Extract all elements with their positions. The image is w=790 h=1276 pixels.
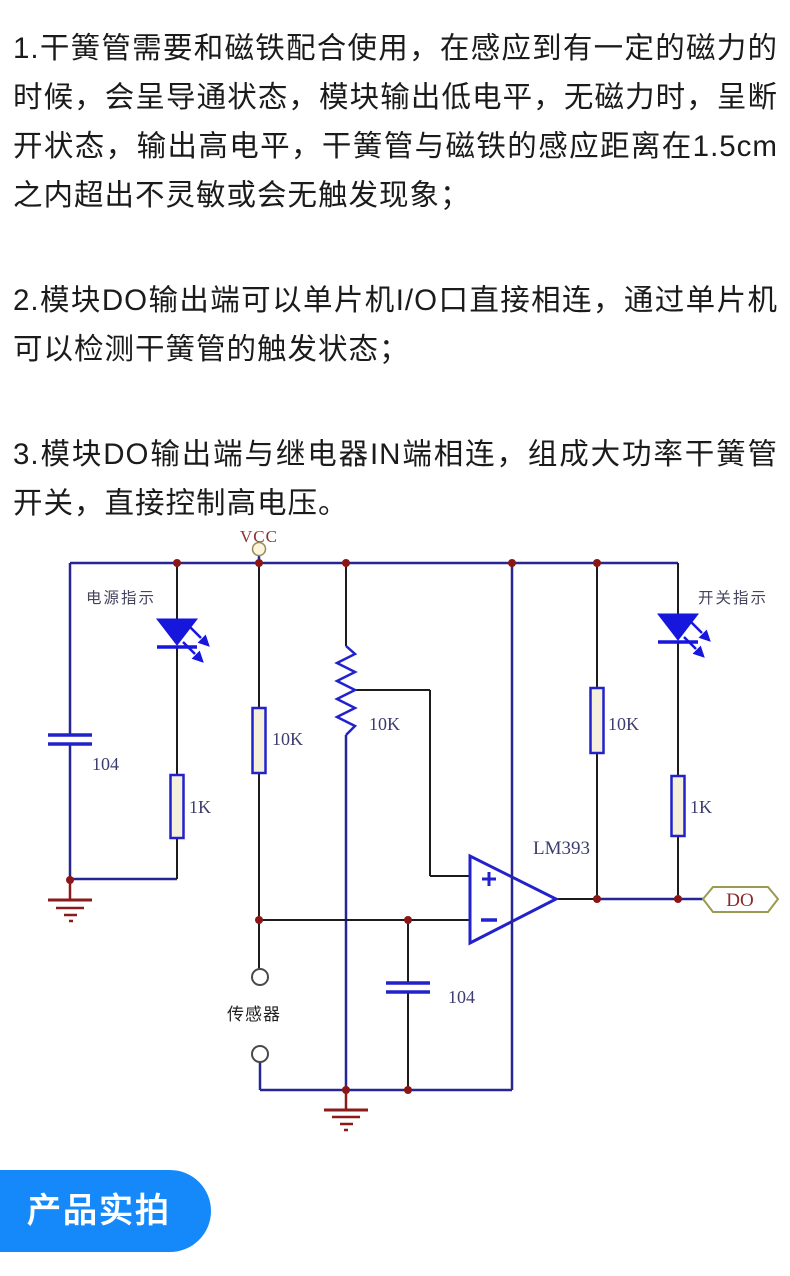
- trimmer-resistor: [334, 645, 358, 736]
- vcc-net-label: VCC: [240, 527, 278, 546]
- ground-symbol-left: [48, 880, 92, 923]
- pullup-left-value: 10K: [272, 729, 303, 749]
- power-rail-wires: [68, 556, 703, 1092]
- ground-symbol-mid: [324, 1090, 368, 1132]
- component-lead-wires: [176, 563, 679, 1090]
- pullup-right-value: 10K: [608, 714, 639, 734]
- junction-dots: [66, 559, 682, 1094]
- cap-mid-value: 104: [448, 987, 475, 1007]
- description-text-block: 1.干簧管需要和磁铁配合使用，在感应到有一定的磁力的时候，会呈导通状态，模块输出…: [13, 24, 778, 528]
- comparator-label: LM393: [533, 838, 590, 859]
- pullup-resistor-left: [251, 706, 267, 775]
- sensor-label: 传感器: [227, 1005, 281, 1024]
- sensor-terminal-1: [251, 968, 269, 986]
- trimmer-value: 10K: [369, 714, 400, 734]
- sensor-terminal-2: [251, 1045, 269, 1063]
- led-res-left-value: 1K: [189, 797, 211, 817]
- pullup-resistor-right: [589, 686, 605, 755]
- do-output-port: DO: [701, 886, 780, 913]
- led-res-right-value: 1K: [690, 797, 712, 817]
- do-port-label: DO: [726, 890, 753, 911]
- vcc-terminal: [251, 541, 267, 557]
- paragraph-2: 2.模块DO输出端可以单片机I/O口直接相连，通过单片机可以检测干簧管的触发状态…: [13, 284, 778, 366]
- filter-capacitor-left: [48, 733, 92, 746]
- led-resistor-left: [169, 773, 185, 840]
- paragraph-3: 3.模块DO输出端与继电器IN端相连，组成大功率干簧管开关，直接控制高电压。: [13, 438, 778, 520]
- power-indicator-label: 电源指示: [86, 589, 156, 607]
- power-led-icon: [155, 618, 210, 663]
- switch-led-icon: [656, 613, 711, 658]
- circuit-schematic: DO VCC 电源指示 开关指示 10K 10K 10K 1K 1K 104 1…: [48, 527, 780, 1132]
- led-resistor-right: [670, 774, 686, 838]
- filter-capacitor-mid: [386, 981, 430, 994]
- resistors: [169, 686, 686, 840]
- paragraph-1: 1.干簧管需要和磁铁配合使用，在感应到有一定的磁力的时候，会呈导通状态，模块输出…: [13, 32, 778, 212]
- switch-indicator-label: 开关指示: [698, 589, 768, 607]
- section-badge-product-photos: 产品实拍: [0, 1170, 211, 1252]
- cap-left-value: 104: [92, 754, 119, 774]
